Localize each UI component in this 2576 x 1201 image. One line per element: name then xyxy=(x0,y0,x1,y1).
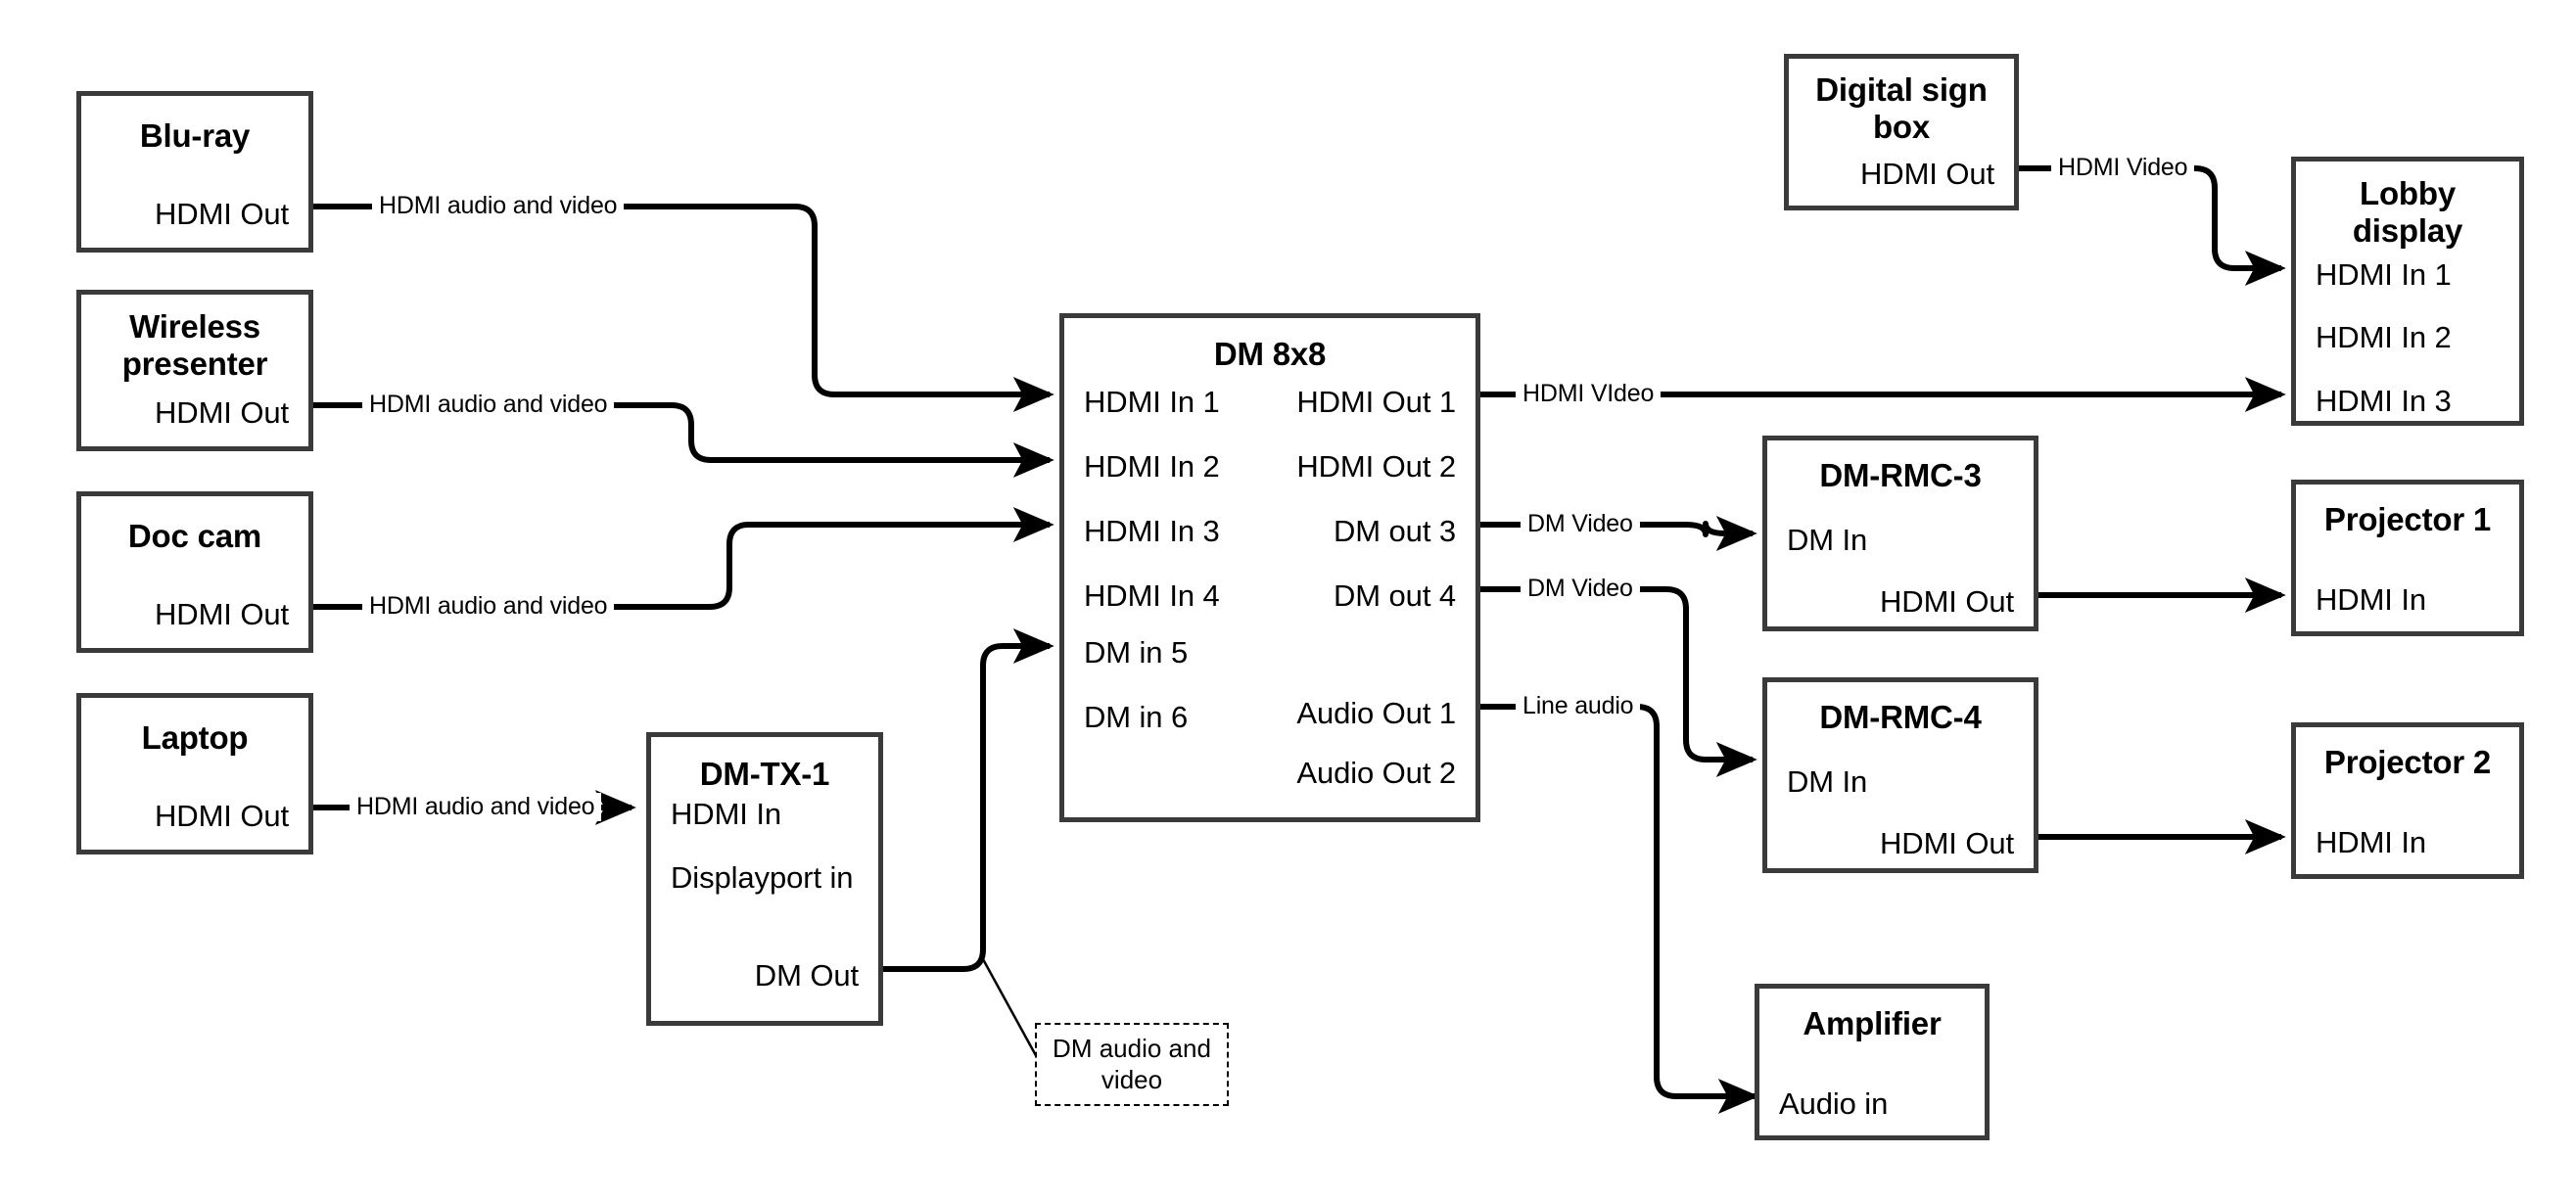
device-lobby-display-input-hdmi-in-3: HDMI In 3 xyxy=(2316,384,2452,418)
wire-dm-dmout3-to-rmc3-dm-in xyxy=(1480,516,1757,551)
device-doc-cam-port-hdmi-out: HDMI Out xyxy=(155,597,289,631)
device-dm-rmc-3[interactable]: DM-RMC-3 DM In HDMI Out xyxy=(1762,436,2038,631)
device-digital-sign-box-port-hdmi-out: HDMI Out xyxy=(1860,157,1994,191)
device-dm-tx-1[interactable]: DM-TX-1 HDMI In Displayport in DM Out xyxy=(646,732,883,1026)
device-amplifier-port-audio-in: Audio in xyxy=(1779,1086,1889,1121)
device-doc-cam[interactable]: Doc cam HDMI Out xyxy=(76,491,313,653)
wire-label-doccam-to-dm: HDMI audio and video xyxy=(362,592,615,621)
device-dm-8x8-output-audio-out-2: Audio Out 2 xyxy=(1296,756,1456,790)
device-dm-rmc-4[interactable]: DM-RMC-4 DM In HDMI Out xyxy=(1762,677,2038,873)
device-laptop-title: Laptop xyxy=(141,719,249,756)
wire-label-dm-dmout3-to-rmc3: DM Video xyxy=(1521,510,1640,538)
device-lobby-display-input-hdmi-in-1: HDMI In 1 xyxy=(2316,257,2452,292)
device-bluray[interactable]: Blu-ray HDMI Out xyxy=(76,91,313,253)
device-lobby-display-title-line2: display xyxy=(2352,212,2463,249)
wire-label-laptop-to-dmtx1: HDMI audio and video xyxy=(350,793,602,821)
leader-line-dm-audio-video-label xyxy=(981,958,1040,1060)
device-laptop-port-hdmi-out: HDMI Out xyxy=(155,799,289,833)
device-dm-rmc-3-port-hdmi-out: HDMI Out xyxy=(1880,584,2014,619)
wire-dm-dmout4-to-rmc4-dm-in xyxy=(1480,586,1757,777)
wire-digitalsign-to-lobby-hdmi-in1 xyxy=(2019,165,2286,286)
device-wireless-presenter-title-line1: Wireless xyxy=(129,308,260,345)
wire-doccam-to-dm-hdmi-in3 xyxy=(313,507,1054,610)
device-dm-8x8-input-hdmi-in-3: HDMI In 3 xyxy=(1084,514,1220,548)
device-wireless-presenter-title-line2: presenter xyxy=(121,346,268,382)
device-dm-8x8[interactable]: DM 8x8 HDMI In 1 HDMI In 2 HDMI In 3 HDM… xyxy=(1059,313,1480,822)
device-projector-2[interactable]: Projector 2 HDMI In xyxy=(2291,722,2524,879)
device-bluray-title: Blu-ray xyxy=(139,117,251,154)
device-bluray-port-hdmi-out: HDMI Out xyxy=(155,197,289,231)
wire-label-bluray-to-dm: HDMI audio and video xyxy=(372,192,625,220)
device-projector-1-title: Projector 1 xyxy=(2323,501,2492,537)
device-dm-rmc-3-port-dm-in: DM In xyxy=(1787,523,1868,557)
device-digital-sign-box-title-line2: box xyxy=(1872,109,1931,145)
device-dm-tx-1-title: DM-TX-1 xyxy=(699,756,830,792)
device-dm-tx-1-port-displayport-in: Displayport in xyxy=(671,860,854,895)
device-amplifier-title: Amplifier xyxy=(1803,1005,1942,1041)
wire-label-dm-dmout4-to-rmc4: DM Video xyxy=(1521,575,1640,603)
device-amplifier[interactable]: Amplifier Audio in xyxy=(1755,984,1990,1140)
device-digital-sign-box-title-line1: Digital sign xyxy=(1815,71,1988,108)
device-dm-8x8-output-dm-out-3: DM out 3 xyxy=(1334,514,1456,548)
wire-dm-audioout1-to-amplifier xyxy=(1480,704,1759,1114)
device-dm-8x8-input-hdmi-in-4: HDMI In 4 xyxy=(1084,578,1220,613)
legend-dm-audio-and-video: DM audio and video xyxy=(1035,1023,1229,1106)
device-dm-8x8-title: DM 8x8 xyxy=(1213,336,1327,372)
device-digital-sign-box[interactable]: Digital sign box HDMI Out xyxy=(1784,54,2019,210)
device-projector-1-port-hdmi-in: HDMI In xyxy=(2316,582,2426,617)
device-dm-8x8-input-hdmi-in-1: HDMI In 1 xyxy=(1084,385,1220,419)
device-dm-8x8-input-dm-in-5: DM in 5 xyxy=(1084,635,1189,670)
device-dm-8x8-input-hdmi-in-2: HDMI In 2 xyxy=(1084,449,1220,484)
device-wireless-presenter-port-hdmi-out: HDMI Out xyxy=(155,395,289,430)
device-lobby-display-input-hdmi-in-2: HDMI In 2 xyxy=(2316,320,2452,354)
device-projector-2-title: Projector 2 xyxy=(2323,744,2492,780)
wire-label-dm-audioout1-to-amplifier: Line audio xyxy=(1516,692,1641,720)
device-dm-8x8-output-hdmi-out-1: HDMI Out 1 xyxy=(1296,385,1456,419)
wire-bluray-to-dm-hdmi-in1 xyxy=(313,204,1054,412)
wire-wireless-to-dm-hdmi-in2 xyxy=(313,402,1054,478)
device-dm-tx-1-port-hdmi-in: HDMI In xyxy=(671,797,781,831)
device-dm-rmc-4-port-dm-in: DM In xyxy=(1787,764,1868,799)
device-dm-8x8-output-audio-out-1: Audio Out 1 xyxy=(1296,696,1456,730)
wire-label-dm-hdmiout1-to-lobby: HDMI VIdeo xyxy=(1516,380,1662,408)
device-doc-cam-title: Doc cam xyxy=(127,518,262,554)
device-dm-tx-1-port-dm-out: DM Out xyxy=(754,958,859,993)
device-lobby-display-title-line1: Lobby xyxy=(2360,175,2456,211)
wire-dmtx1-to-dm-in5 xyxy=(883,628,1054,972)
device-laptop[interactable]: Laptop HDMI Out xyxy=(76,693,313,855)
wire-label-wireless-to-dm: HDMI audio and video xyxy=(362,391,615,419)
device-dm-rmc-4-title: DM-RMC-4 xyxy=(1819,699,1982,735)
device-dm-8x8-output-hdmi-out-2: HDMI Out 2 xyxy=(1296,449,1456,484)
device-dm-rmc-3-title: DM-RMC-3 xyxy=(1819,457,1982,493)
device-dm-rmc-4-port-hdmi-out: HDMI Out xyxy=(1880,826,2014,860)
device-projector-2-port-hdmi-in: HDMI In xyxy=(2316,825,2426,859)
device-lobby-display[interactable]: Lobby display HDMI In 1 HDMI In 2 HDMI I… xyxy=(2291,157,2524,426)
device-wireless-presenter[interactable]: Wireless presenter HDMI Out xyxy=(76,290,313,451)
device-dm-8x8-output-dm-out-4: DM out 4 xyxy=(1334,578,1456,613)
device-projector-1[interactable]: Projector 1 HDMI In xyxy=(2291,480,2524,636)
wire-label-digitalsign-to-lobby: HDMI Video xyxy=(2051,154,2195,182)
device-dm-8x8-input-dm-in-6: DM in 6 xyxy=(1084,700,1189,734)
